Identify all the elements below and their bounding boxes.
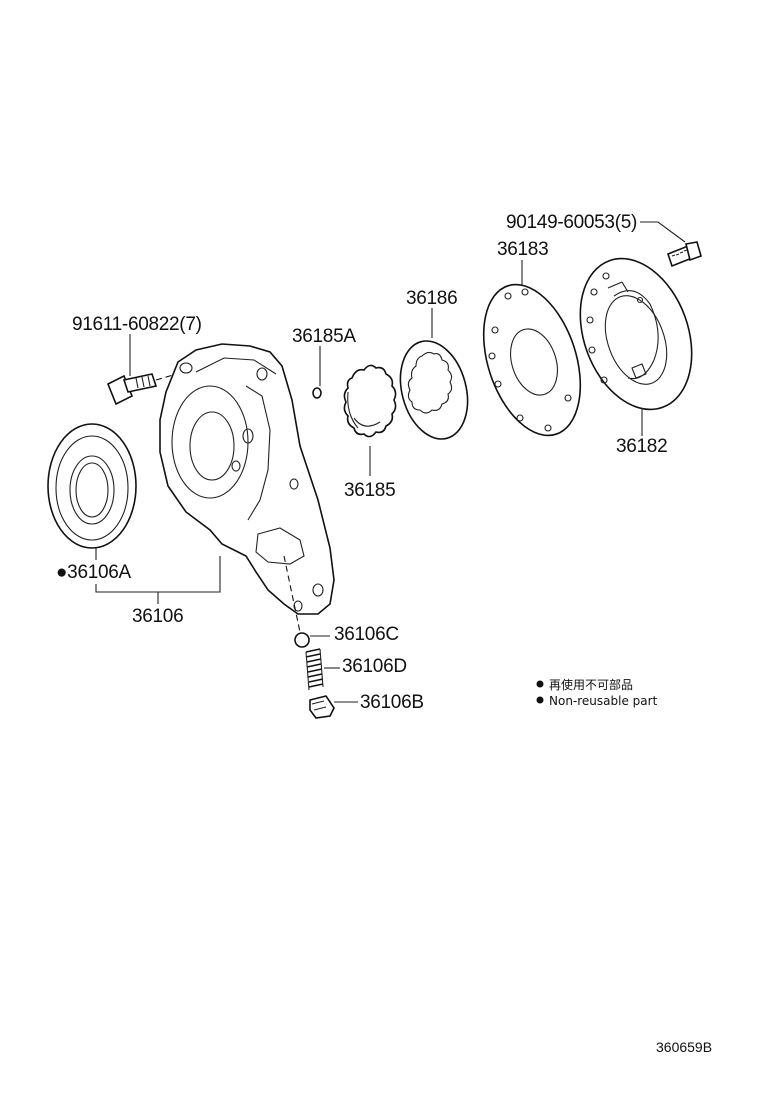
bolt-axis-91611	[155, 369, 191, 381]
label-36106C: 36106C	[334, 624, 399, 645]
label-36185A: 36185A	[292, 326, 356, 347]
label-90149-60053: 90149-60053(5)	[506, 212, 637, 233]
legend-non-reusable-jp: 再使用不可部品	[549, 677, 633, 692]
gear-36185[interactable]	[343, 364, 397, 438]
legend-bullet-icon	[536, 696, 544, 704]
label-36106B: 36106B	[360, 692, 424, 713]
label-36106A: ●36106A	[56, 562, 132, 583]
plug-36106B[interactable]	[309, 695, 335, 719]
reference-code: 360659B	[656, 1039, 712, 1055]
legend: 再使用不可部品 Non-reusable part	[536, 677, 658, 708]
label-36185: 36185	[344, 480, 395, 501]
label-36182: 36182	[616, 436, 667, 457]
oil-seal-36106A[interactable]	[47, 423, 137, 549]
label-91611-60822: 91611-60822(7)	[72, 314, 202, 335]
ball-36106C[interactable]	[294, 632, 310, 648]
legend-bullet-icon	[536, 680, 544, 688]
plate-36183[interactable]	[466, 272, 598, 448]
label-36183: 36183	[497, 239, 548, 260]
bolt-90149-60053[interactable]	[667, 241, 702, 268]
label-36186: 36186	[406, 288, 457, 309]
label-36106D: 36106D	[342, 656, 407, 677]
legend-non-reusable-en: Non-reusable part	[549, 694, 658, 708]
bolt-91611-60822[interactable]	[106, 373, 158, 406]
leader-90149-60053	[640, 221, 686, 243]
cover-36182[interactable]	[560, 243, 711, 425]
valve-axis	[283, 555, 301, 633]
pin-36185A[interactable]	[312, 387, 322, 399]
spring-36106D[interactable]	[305, 648, 324, 691]
rotor-36186[interactable]	[390, 333, 478, 446]
pump-body-36106[interactable]	[159, 343, 335, 615]
label-36106: 36106	[132, 606, 183, 627]
